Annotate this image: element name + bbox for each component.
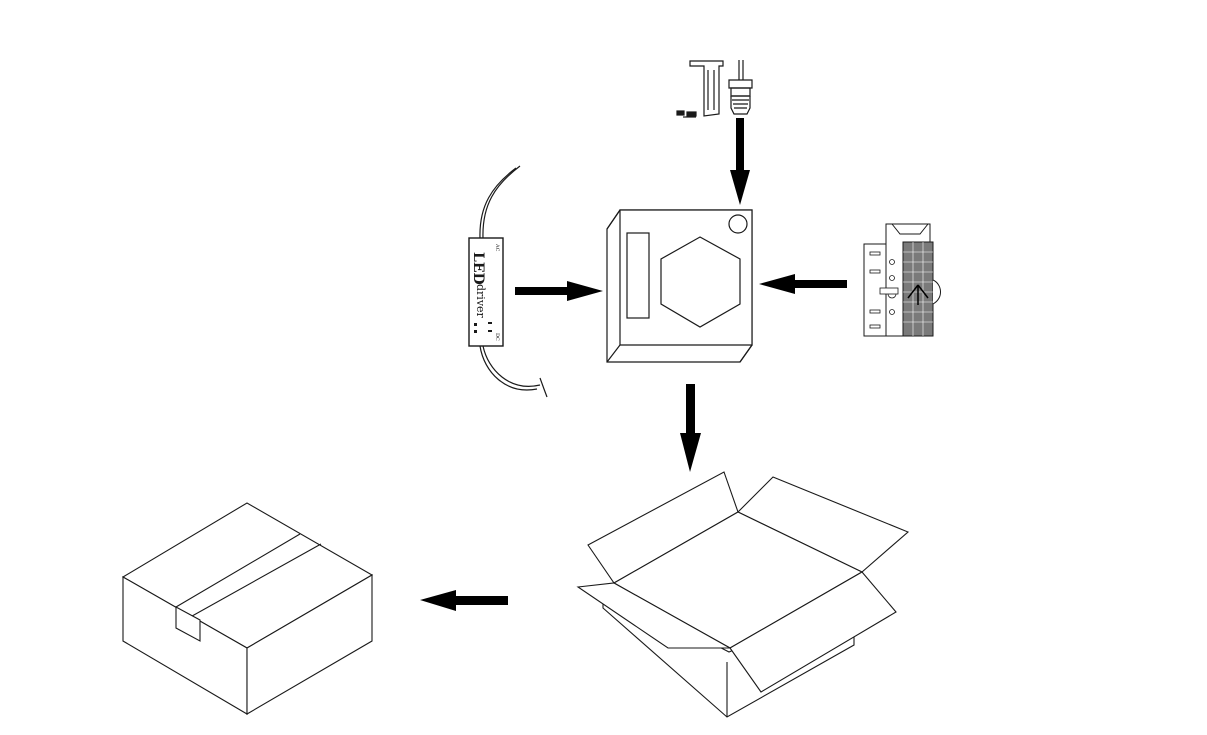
lamp-base-icon	[728, 60, 753, 115]
arrow-down-icon	[730, 118, 750, 205]
sealed-carton-icon	[121, 502, 374, 715]
driver-connector-marks	[474, 322, 492, 333]
bracket-and-e-base-icon	[676, 60, 753, 118]
arrow-left-icon	[420, 590, 508, 611]
open-carton-icon	[576, 471, 910, 718]
driver-output-mark: DC	[494, 333, 500, 341]
led-module-icon	[863, 223, 941, 337]
arrow-down-icon	[680, 384, 701, 472]
driver-title: LED	[470, 252, 486, 285]
arrow-right-icon	[515, 281, 603, 301]
led-pattern	[903, 242, 933, 336]
driver-input-mark: AC	[494, 243, 500, 252]
arrow-left-icon	[759, 274, 847, 294]
inner-box-icon	[606, 209, 753, 363]
arrows	[420, 118, 847, 611]
led-driver-icon: AC LED driver DC	[468, 165, 548, 398]
screw-icon	[676, 110, 697, 118]
driver-subtitle: driver	[474, 284, 487, 319]
